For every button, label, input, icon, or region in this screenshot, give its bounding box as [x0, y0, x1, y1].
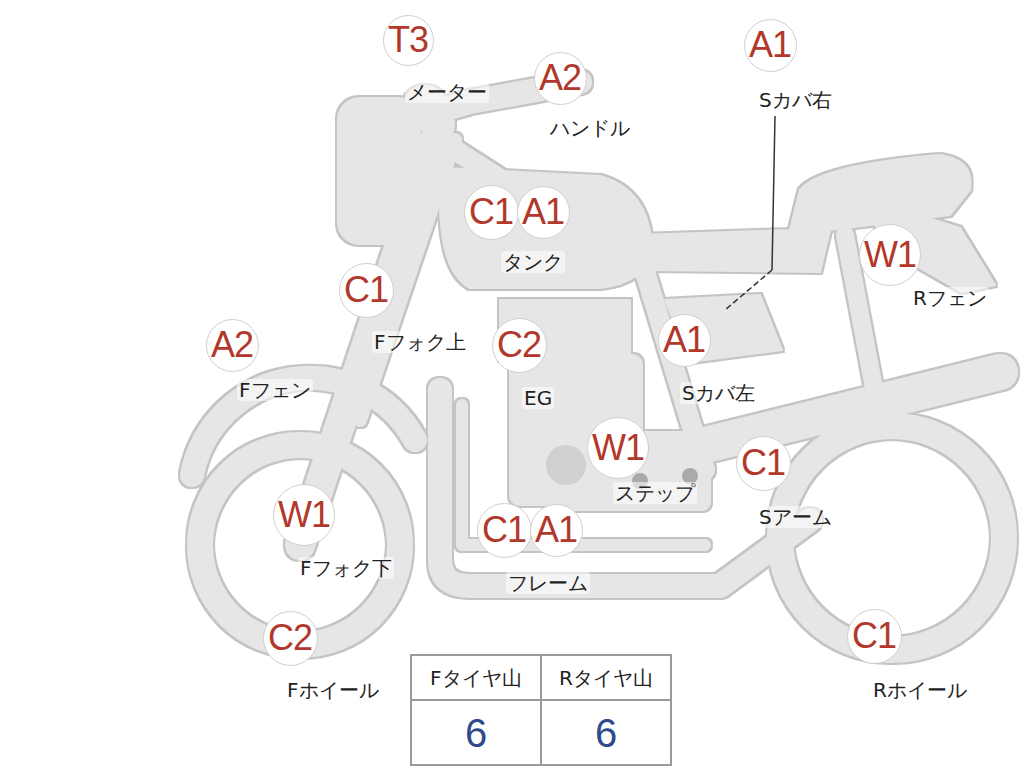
grade-circle: A1	[530, 504, 583, 557]
table-header: Rタイヤ山	[557, 667, 655, 689]
grade-code: C1	[852, 618, 896, 654]
tread-table	[411, 655, 671, 765]
grade-code: A1	[663, 322, 705, 358]
part-name: Sカバ左	[680, 382, 757, 404]
grade-code: C1	[741, 445, 785, 481]
grade-code: C1	[482, 512, 526, 548]
grade-code: C1	[344, 272, 388, 308]
fuel-tank	[440, 168, 652, 288]
grade-circle: C1	[339, 263, 394, 318]
grade-code: A1	[535, 512, 577, 548]
grade-code: C2	[497, 327, 541, 363]
grade-circle: C1	[847, 609, 902, 664]
part-name: Fフェン	[237, 379, 313, 401]
table-rule	[540, 655, 542, 765]
grade-circle: A2	[206, 319, 259, 372]
grade-code: A1	[522, 194, 564, 230]
part-name: Rホイール	[871, 679, 969, 701]
grade-circle: C2	[492, 318, 547, 373]
part-name: フレーム	[506, 572, 590, 594]
engine-cover	[546, 445, 586, 485]
part-name: ハンドル	[548, 117, 632, 139]
grade-circle: C1	[464, 185, 519, 240]
grade-code: W1	[864, 237, 916, 273]
table-value: 6	[463, 711, 489, 755]
part-name: ステップ	[613, 482, 697, 504]
grade-circle: C1	[736, 436, 791, 491]
grade-circle: W1	[587, 417, 649, 479]
grade-circle: A2	[534, 52, 587, 105]
swingarm	[665, 372, 1000, 455]
part-name: Sカバ右	[757, 89, 834, 111]
grade-code: C1	[469, 194, 513, 230]
grade-code: W1	[278, 497, 330, 533]
part-name: EG	[522, 387, 554, 409]
part-name: メーター	[405, 81, 489, 103]
part-name: タンク	[501, 251, 565, 273]
part-name: Rフェン	[911, 287, 989, 309]
table-value: 6	[593, 711, 619, 755]
grade-circle: W1	[859, 224, 921, 286]
grade-circle: A1	[658, 314, 711, 367]
grade-code: C2	[268, 620, 312, 656]
leader-line	[772, 116, 775, 270]
table-rule	[411, 699, 671, 701]
table-header: Fタイヤ山	[428, 667, 524, 689]
part-name: Fフォク下	[298, 557, 394, 579]
grade-code: A2	[539, 60, 581, 96]
grade-circle: C2	[263, 611, 318, 666]
front-fender	[192, 378, 415, 475]
grade-circle: A1	[744, 19, 797, 72]
grade-code: T3	[388, 22, 428, 58]
part-name: Fフォク上	[372, 331, 468, 353]
grade-circle: T3	[383, 15, 434, 66]
grade-code: W1	[592, 430, 644, 466]
part-name: Sアーム	[757, 506, 834, 528]
grade-circle: A1	[517, 186, 570, 239]
leader-line	[725, 270, 772, 310]
grade-code: A2	[211, 327, 253, 363]
grade-circle: W1	[273, 484, 335, 546]
grade-circle: C1	[477, 503, 532, 558]
part-name: Fホイール	[285, 679, 381, 701]
grade-code: A1	[749, 27, 791, 63]
